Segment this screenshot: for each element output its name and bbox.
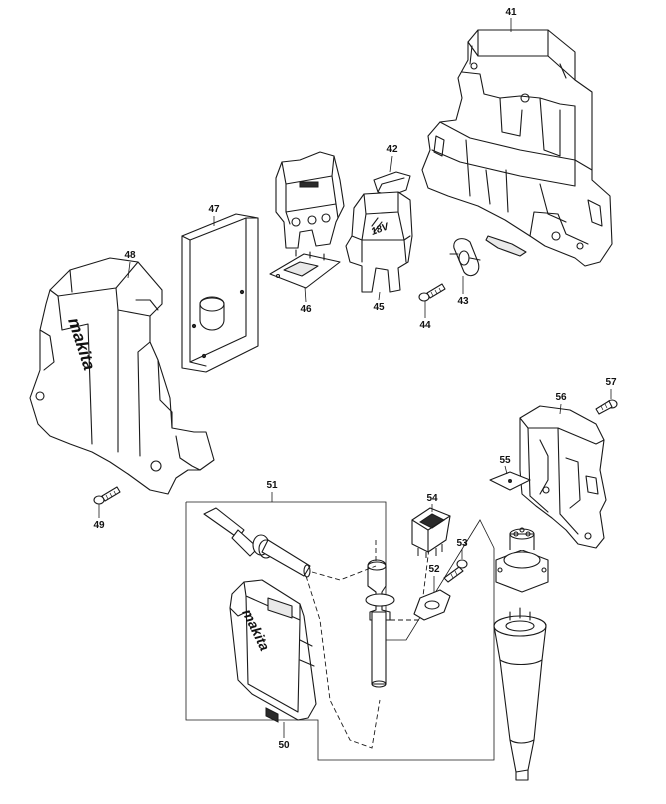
callout-49: 49	[93, 520, 105, 531]
callout-47: 47	[208, 204, 220, 215]
part-49-screw	[93, 486, 121, 505]
part-54-rocker-switch	[411, 507, 451, 558]
connector-receptacle	[495, 527, 549, 593]
part-57-screw	[595, 399, 618, 415]
part-56-receptacle-housing	[519, 405, 607, 549]
callout-42: 42	[386, 144, 398, 155]
part-44-screw	[418, 283, 446, 302]
callout-54: 54	[426, 493, 438, 504]
callout-52: 52	[428, 564, 440, 575]
callout-56: 56	[555, 392, 567, 403]
callout-53: 53	[456, 538, 468, 549]
callout-44: 44	[419, 320, 431, 331]
callout-48: 48	[124, 250, 136, 261]
part-51-cord-assembly	[185, 501, 495, 761]
callout-55: 55	[499, 455, 511, 466]
callout-45: 45	[373, 302, 385, 313]
callout-57: 57	[605, 377, 617, 388]
upper-terminal-block	[275, 151, 345, 249]
part-41-main-housing	[421, 29, 613, 267]
callout-46: 46	[300, 304, 312, 315]
callout-43: 43	[457, 296, 469, 307]
part-42-spring-clip	[373, 171, 411, 197]
part-46-circuit-board	[269, 249, 341, 289]
callout-41: 41	[505, 7, 517, 18]
part-43-grommet	[449, 238, 481, 277]
part-47-cover-plate	[181, 213, 259, 373]
part-53-screw	[443, 559, 468, 583]
part-48-left-housing	[29, 257, 215, 495]
callout-50: 50	[278, 740, 290, 751]
part-52-grommet	[413, 589, 451, 621]
part-55-contact-plate	[489, 471, 531, 491]
part-50-battery-pack	[229, 579, 317, 723]
part-45-terminal-holder	[345, 191, 413, 293]
connector-plug	[493, 607, 547, 781]
callout-51: 51	[266, 480, 278, 491]
